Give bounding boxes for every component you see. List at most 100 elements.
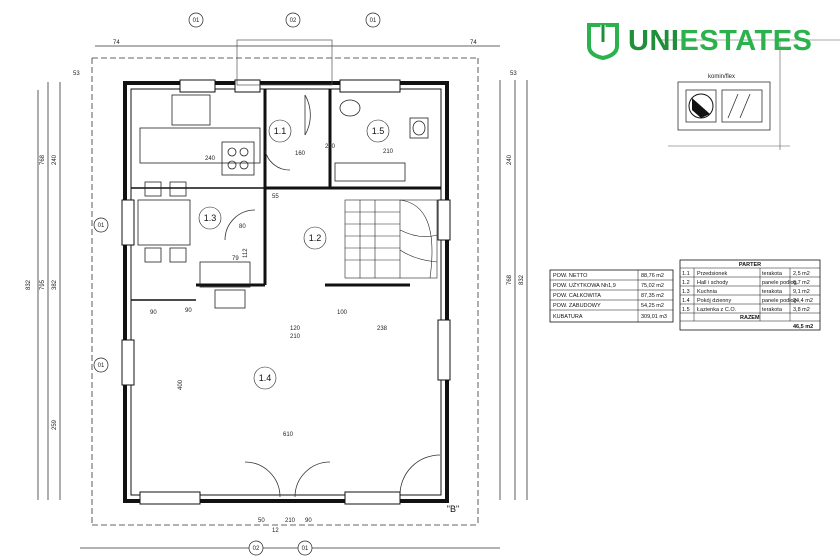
door-swings [224, 94, 441, 498]
axis-marker [297, 540, 313, 556]
dim-left: 795 [40, 279, 46, 290]
dim-inner: 100 [337, 310, 348, 316]
dim-top: 74 [470, 40, 477, 46]
room-floor: panele podłog. [762, 298, 799, 304]
dim-top: 74 [113, 40, 120, 46]
dim-top: 53 [73, 71, 80, 77]
room-area: 24,4 m2 [793, 298, 813, 304]
room-area: 2,5 m2 [793, 271, 810, 277]
room-name: Kuchnia [697, 289, 718, 295]
brand-logo: UNIESTATES [586, 22, 812, 60]
room-no: 1.2 [682, 280, 690, 286]
stats-value: 54,25 m2 [641, 303, 664, 309]
room-label-1-5: 1.5 [372, 126, 385, 136]
dim-inner: 400 [178, 379, 184, 390]
room-name: Przedsionek [697, 271, 728, 277]
stats-value: 309,01 m3 [641, 314, 667, 320]
dim-inner: 50 [258, 518, 265, 524]
room-no: 1.5 [682, 307, 690, 313]
dim-left: 768 [40, 154, 46, 165]
axis-label: 01 [370, 18, 377, 24]
outer-walls [123, 81, 449, 503]
stats-label: KUBATURA [553, 314, 583, 320]
dim-inner: 210 [285, 518, 296, 524]
stats-value: 87,35 m2 [641, 293, 664, 299]
porch [236, 39, 333, 86]
dim-inner: 90 [185, 308, 192, 314]
stats-table: POW. NETTO 88,76 m2 POW. UŻYTKOWA Nh1,9 … [549, 269, 674, 323]
room-name: Pokój dzienny [697, 298, 731, 304]
rooms-total-area: 46,5 m2 [793, 324, 813, 330]
dim-inner: 12 [272, 528, 279, 534]
room-name: Łazienka z C.O. [697, 307, 737, 313]
room-label-1-1: 1.1 [274, 126, 287, 136]
axis-label: 02 [290, 18, 297, 24]
room-floor: terakota [762, 307, 783, 313]
dim-left: 240 [52, 154, 58, 165]
dim-inner: 210 [325, 144, 336, 150]
axis-label: 01 [98, 223, 105, 229]
dimension-labels: 74 53 53 74 832 795 382 259 240 768 832 … [26, 40, 525, 534]
stats-label: POW. ZABUDOWY [553, 303, 601, 309]
room-label-1-2: 1.2 [309, 233, 322, 243]
room-area: 9,1 m2 [793, 289, 810, 295]
stats-label: POW. CAŁKOWITA [553, 293, 601, 299]
dim-inner: 79 [232, 256, 239, 262]
room-labels: 1.1 1.2 1.3 1.4 1.5 "B" [198, 119, 459, 514]
axis-marker [93, 217, 109, 233]
staircase [344, 199, 438, 279]
axis-marker [285, 12, 301, 28]
dim-right: 832 [519, 274, 525, 285]
room-area: 6,7 m2 [793, 280, 810, 286]
axis-marker [93, 357, 109, 373]
axis-marker [188, 12, 204, 28]
axis-label: 01 [98, 363, 105, 369]
dim-left: 382 [52, 279, 58, 290]
room-no: 1.3 [682, 289, 690, 295]
dim-inner: 160 [295, 151, 306, 157]
windows [121, 79, 451, 505]
dimension-frame [37, 45, 528, 549]
dim-inner: 120 [290, 326, 301, 332]
brand-name-part1: UNI [628, 24, 680, 57]
shield-logo-icon [587, 23, 619, 60]
dim-right: 240 [507, 154, 513, 165]
interior-walls [131, 89, 441, 301]
section-label: "B" [447, 504, 459, 514]
dim-inner: 610 [283, 432, 294, 438]
room-label-1-4: 1.4 [259, 373, 272, 383]
dim-inner: 55 [272, 194, 279, 200]
dim-inner: 238 [377, 326, 388, 332]
stats-label: POW. NETTO [553, 273, 588, 279]
brand-name-part2: ESTATES [679, 24, 813, 57]
dim-top: 53 [510, 71, 517, 77]
stats-value: 88,76 m2 [641, 273, 664, 279]
axis-marker [365, 12, 381, 28]
dim-inner: 210 [290, 334, 301, 340]
dim-inner: 80 [239, 224, 246, 230]
room-no: 1.4 [682, 298, 690, 304]
room-area: 3,8 m2 [793, 307, 810, 313]
dim-inner: 210 [383, 149, 394, 155]
kitchen-fixtures [137, 94, 261, 309]
dim-left: 259 [52, 419, 58, 430]
dim-inner: 112 [243, 248, 249, 258]
rooms-table-title: PARTER [739, 262, 761, 268]
detail-box: komin/flex [660, 39, 840, 150]
dim-inner: 240 [205, 156, 216, 162]
stats-label: POW. UŻYTKOWA Nh1,9 [553, 282, 616, 289]
axis-label: 01 [193, 18, 200, 24]
detail-label: komin/flex [708, 74, 735, 80]
axis-marker [248, 540, 264, 556]
dim-inner: 90 [305, 518, 312, 524]
room-floor: panele podłog. [762, 280, 799, 286]
axis-markers [93, 12, 381, 556]
stats-value: 75,02 m2 [641, 283, 664, 289]
dim-left: 832 [26, 279, 32, 290]
dim-right: 768 [507, 274, 513, 285]
room-floor: terakota [762, 289, 783, 295]
room-floor: terakota [762, 271, 783, 277]
dim-inner: 90 [150, 310, 157, 316]
rooms-total-label: RAZEM [740, 315, 760, 321]
